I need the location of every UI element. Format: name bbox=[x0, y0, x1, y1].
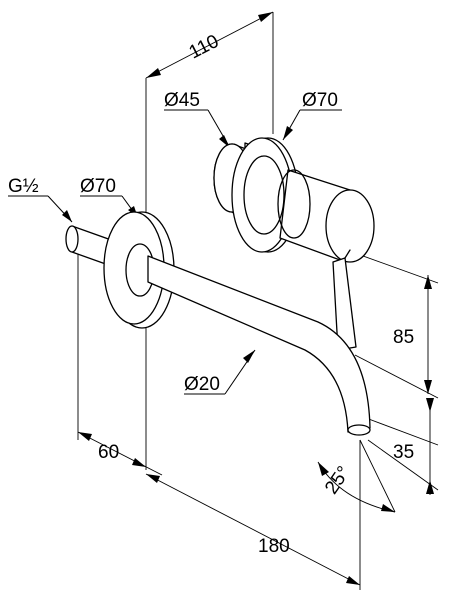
label-spout-diameter: Ø20 bbox=[184, 374, 220, 395]
label-110: 110 bbox=[186, 31, 223, 63]
label-rosette-left-diameter: Ø70 bbox=[80, 176, 116, 197]
lever bbox=[332, 257, 357, 351]
dimension-35 bbox=[426, 398, 434, 495]
dimension-180 bbox=[145, 473, 361, 586]
label-spout-height: 35 bbox=[393, 442, 414, 463]
label-lever-height: 85 bbox=[393, 327, 414, 348]
spout-assembly bbox=[65, 211, 371, 436]
label-spout-angle: 25° bbox=[321, 463, 355, 499]
dimension-25-angle bbox=[317, 439, 396, 513]
spout-outlet bbox=[347, 424, 371, 436]
dimension-85 bbox=[424, 275, 432, 394]
mixer-assembly bbox=[213, 137, 375, 351]
extension-lines bbox=[77, 12, 439, 590]
label-handle-diameter: Ø45 bbox=[164, 90, 200, 111]
leaders bbox=[8, 109, 342, 395]
dimension-110 bbox=[145, 11, 274, 79]
label-inlet-offset: 60 bbox=[98, 442, 119, 463]
dimension-60 bbox=[77, 431, 163, 476]
handle-front-face bbox=[325, 189, 375, 263]
labels: 110 Ø45 Ø70 G½ Ø70 85 Ø20 35 60 25° 180 bbox=[8, 31, 414, 557]
label-inlet-thread: G½ bbox=[8, 176, 39, 197]
label-spout-projection: 180 bbox=[258, 536, 290, 557]
label-rosette-right-diameter: Ø70 bbox=[302, 90, 338, 111]
